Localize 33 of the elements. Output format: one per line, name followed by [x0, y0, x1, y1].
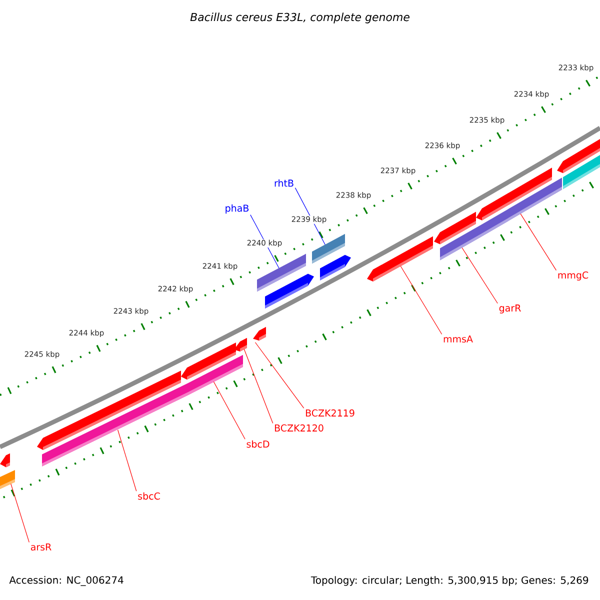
- gene-label: mmgC: [558, 271, 588, 281]
- footer-text: Topology: circular; Length: 5,300,915 bp; Genes: 5,269: [310, 576, 588, 586]
- gene-bar: [481, 178, 562, 237]
- gene-bar: [0, 470, 15, 489]
- leader-line: [400, 266, 442, 335]
- leader-line: [213, 381, 246, 440]
- leader-line: [520, 214, 557, 271]
- gene-label: BCZK2119: [306, 409, 354, 417]
- leader-line: [254, 342, 304, 409]
- gene-label: arsR: [30, 543, 52, 551]
- gene-label: sbcD: [246, 440, 270, 448]
- gene-label: sbcC: [138, 492, 160, 500]
- leader-line: [10, 483, 30, 543]
- gene-label: phaB: [226, 204, 249, 214]
- gene-label: BCZK2120: [274, 424, 324, 432]
- gene-label: garR: [499, 304, 521, 314]
- leader-line: [244, 348, 274, 424]
- gene-bar: [42, 383, 188, 466]
- gene-bar: [188, 354, 243, 396]
- gene-bar: [440, 224, 481, 260]
- gene-bar: [320, 254, 351, 280]
- gene-bar: [563, 154, 600, 190]
- gene-label: rhtB: [274, 179, 294, 187]
- gene-bar: [234, 338, 247, 352]
- leader-line: [118, 430, 137, 492]
- gene-bar: [253, 326, 266, 341]
- title: Bacillus cereus E33L, complete genome: [190, 12, 410, 24]
- gene-bar: [265, 274, 314, 308]
- gene-bar: [0, 453, 10, 468]
- gene-bar: [367, 236, 433, 282]
- footer-text: Accession: NC_006274: [9, 576, 124, 586]
- leader-line: [462, 247, 498, 304]
- gene-label: mmsA: [444, 335, 473, 343]
